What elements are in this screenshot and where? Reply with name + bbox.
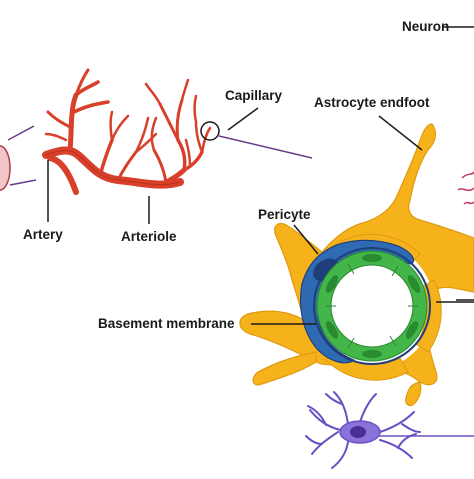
endothelial-ring [316,250,428,362]
basement-membrane-outline [313,247,431,365]
partial-cell-left [0,125,37,191]
neuron-cell [305,391,474,469]
vascular-tree [42,68,212,195]
capillary-leader [227,107,259,131]
label-capillary: Capillary [225,88,283,103]
label-neuron: Neuron [402,19,450,34]
capillary-zoom-marker [200,121,313,159]
label-astrocyte-endfoot: Astrocyte endfoot [314,95,430,110]
astrocyte-leader [378,115,423,151]
label-artery: Artery [23,227,63,242]
label-basement-membrane: Basement membrane [98,316,235,331]
pericyte-leader [293,224,319,255]
pink-scribble [457,171,474,205]
label-pericyte: Pericyte [258,207,311,222]
label-arteriole: Arteriole [121,229,177,244]
